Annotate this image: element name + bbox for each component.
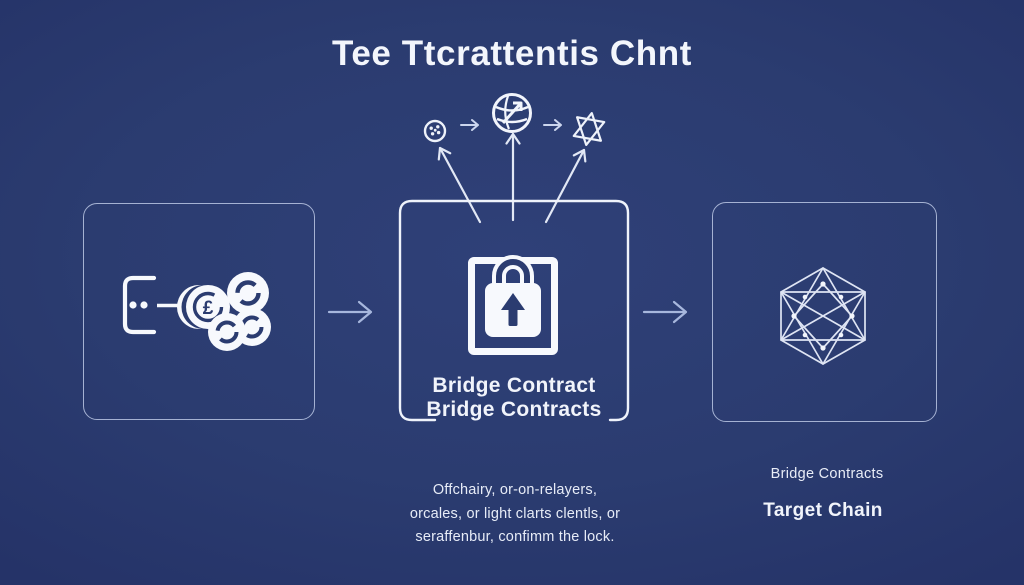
target-chain-box	[712, 202, 937, 422]
globe-arrow-icon	[492, 93, 532, 133]
lock-icon	[468, 255, 558, 355]
bridge-note-line3: seraffenbur, confimm the lock.	[415, 529, 615, 545]
pound-symbol: £	[203, 298, 214, 319]
bridge-contract-box	[398, 199, 630, 422]
bridge-label-line1: Bridge Contract	[432, 374, 596, 397]
dotted-ball-icon	[423, 119, 447, 143]
target-caption-large: Target Chain	[763, 500, 883, 521]
flow-arrow-icon	[543, 119, 562, 131]
bridge-note-line1: Offchairy, or-on-relayers,	[432, 482, 598, 498]
up-arrows	[437, 132, 587, 224]
hexagram-star-icon	[572, 112, 606, 146]
bridge-note-line2: orcales, or light clarts clentls, or	[409, 505, 621, 522]
source-chain-box	[83, 203, 315, 420]
arrow-source-to-bridge	[327, 300, 373, 324]
arrow-bridge-to-target	[642, 300, 688, 324]
bridge-note: Offchairy, or-on-relayers, orcales, or l…	[382, 479, 648, 550]
wallet-coins-icon: £	[122, 272, 271, 351]
target-caption-small: Bridge Contracts	[770, 466, 884, 482]
network-polyhedron-icon	[780, 267, 866, 365]
bridge-label-line2: Bridge Contracts	[426, 398, 602, 421]
flow-arrow-icon	[460, 119, 479, 131]
page-title: Tee Ttcrattentis Chnt	[331, 34, 693, 73]
